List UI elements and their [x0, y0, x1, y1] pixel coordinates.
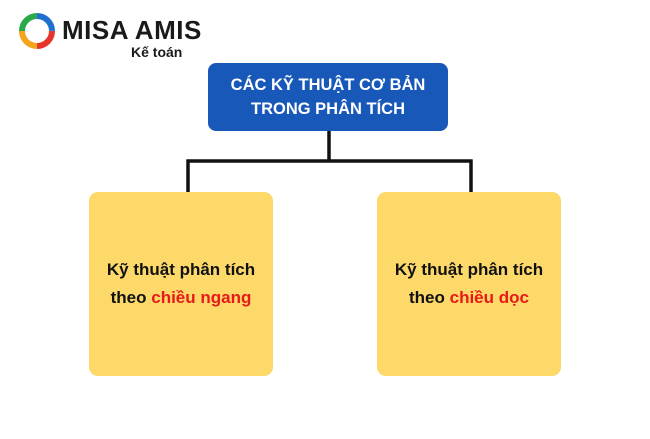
child-node-line-1: Kỹ thuật phân tích: [106, 260, 256, 279]
child-node-line-1: Kỹ thuật phân tích: [394, 260, 544, 279]
misa-logo-icon: [19, 13, 55, 49]
logo-subtitle: Kế toán: [131, 44, 183, 60]
child-node-highlight: chiều ngang: [151, 288, 252, 307]
child-node-line-2: theo chiều ngang: [111, 284, 252, 312]
child-node-highlight: chiều dọc: [449, 288, 529, 307]
root-node-line-1: CÁC KỸ THUẬT CƠ BẢN: [230, 76, 426, 94]
root-node-line-2: TRONG PHÂN TÍCH: [251, 100, 405, 118]
misa-amis-logo: MISA AMIS Kế toán: [18, 12, 208, 62]
child-node-prefix: theo: [110, 288, 152, 307]
child-node-prefix: theo: [409, 288, 450, 307]
logo-brand-name: MISA AMIS: [62, 15, 202, 45]
child-node-line-2: theo chiều dọc: [409, 284, 529, 312]
root-node: CÁC KỸ THUẬT CƠ BẢN TRONG PHÂN TÍCH: [208, 63, 448, 131]
child-node-vertical: Kỹ thuật phân tích theo chiều dọc: [377, 192, 561, 376]
child-node-horizontal: Kỹ thuật phân tích theo chiều ngang: [89, 192, 273, 376]
